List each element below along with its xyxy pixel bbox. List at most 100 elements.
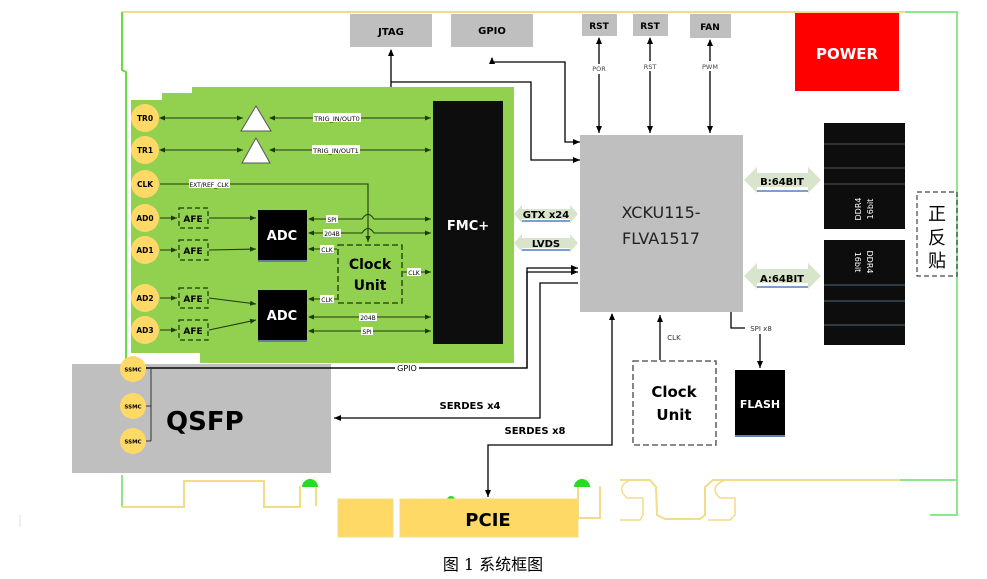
main-clock-unit: Clock Unit <box>632 360 717 446</box>
svg-text:GPIO: GPIO <box>478 26 506 37</box>
svg-text:POWER: POWER <box>816 45 879 63</box>
clk-signal-label: CLK <box>667 334 681 342</box>
adc-bottom: ADC <box>258 290 307 342</box>
ddr-b-link: B:64BIT <box>744 167 821 193</box>
svg-text:FLASH: FLASH <box>740 398 780 411</box>
svg-text:TR1: TR1 <box>137 146 153 155</box>
svg-text:PCIE: PCIE <box>465 510 510 531</box>
ddr-a-label-1: DDR4 <box>865 251 874 274</box>
svg-text:TR0: TR0 <box>137 114 153 123</box>
ssmc-port-1: SSMC <box>120 393 146 419</box>
port-clk: CLK <box>131 170 159 198</box>
svg-text:AFE: AFE <box>183 247 202 257</box>
ddr-b-label-2: 16bit <box>866 199 875 220</box>
jtag-connector: JTAG <box>350 14 432 47</box>
svg-text:AD2: AD2 <box>136 294 153 303</box>
svg-text:AFE: AFE <box>183 327 202 337</box>
ddr-b-label-1: DDR4 <box>854 198 863 221</box>
clk-label-adc-bottom: CLK <box>321 297 334 304</box>
svg-text:QSFP: QSFP <box>166 407 244 437</box>
fmc-daughter-board <box>131 87 514 363</box>
trigger-buffer-1 <box>241 136 271 164</box>
port-tr0: TR0 <box>131 104 159 132</box>
rst-signal-label: RST <box>644 63 657 71</box>
svg-text:AD1: AD1 <box>136 246 153 255</box>
svg-text:AD3: AD3 <box>136 326 153 335</box>
spi-label-bottom: SPI <box>362 329 371 336</box>
port-ad0: AD0 <box>131 204 159 232</box>
afe-block-3: AFE <box>160 318 257 341</box>
pcie-edge-connector: PCIE <box>337 498 579 538</box>
trig1-label: TRIG_IN/OUT1 <box>312 147 359 155</box>
ddr-a-label-2: 16bit <box>853 252 862 273</box>
svg-text:RST: RST <box>640 22 660 32</box>
rst-connector-1: RST <box>582 14 617 36</box>
ssmc-ports: SSMC SSMC SSMC <box>120 356 146 454</box>
svg-text:XCKU115-: XCKU115- <box>621 203 700 222</box>
ddr-bank-a: DDR4 16bit <box>824 240 905 345</box>
svg-text:FMC+: FMC+ <box>447 219 489 234</box>
svg-text:CLK: CLK <box>137 180 154 189</box>
svg-text:RST: RST <box>589 22 609 32</box>
jesd-label-top: 204B <box>324 231 340 238</box>
bottom-signal-lines <box>146 265 763 497</box>
svg-text:SSMC: SSMC <box>124 440 141 446</box>
svg-text:反: 反 <box>928 228 946 249</box>
svg-text:GTX x24: GTX x24 <box>523 210 569 221</box>
port-ad2: AD2 <box>131 284 159 312</box>
svg-text:贴: 贴 <box>928 251 946 272</box>
adc-top: ADC <box>258 210 307 262</box>
svg-text:A:64BIT: A:64BIT <box>760 274 804 285</box>
svg-text:LVDS: LVDS <box>532 239 560 250</box>
ssmc-port-2: SSMC <box>120 428 146 454</box>
fan-connector: FAN <box>690 14 731 38</box>
clk-label-clock-unit: CLK <box>408 270 421 277</box>
svg-text:Clock: Clock <box>349 257 392 273</box>
svg-text:正: 正 <box>928 204 946 225</box>
svg-text:FAN: FAN <box>700 23 720 33</box>
rst-connector-2: RST <box>633 14 668 36</box>
power-block: POWER <box>795 13 899 91</box>
fmc-plus-connector: FMC+ <box>433 101 503 344</box>
gpio-signal-label: GPIO <box>397 364 417 373</box>
svg-text:ADC: ADC <box>267 309 297 324</box>
svg-text:B:64BIT: B:64BIT <box>760 177 804 188</box>
gpio-connector: GPIO <box>451 14 533 47</box>
port-tr1: TR1 <box>131 136 159 164</box>
svg-text:SSMC: SSMC <box>124 368 141 374</box>
afe-group: AFE AFE AFE AFE <box>160 207 257 341</box>
svg-text:ADC: ADC <box>267 229 297 244</box>
afe-block-1: AFE <box>160 239 257 261</box>
port-ad3: AD3 <box>131 316 159 344</box>
trig0-label: TRIG_IN/OUT0 <box>313 115 360 123</box>
svg-text:AFE: AFE <box>183 215 202 225</box>
svg-text:SSMC: SSMC <box>124 405 141 411</box>
clk-label-adc-top: CLK <box>321 247 334 254</box>
port-ad1: AD1 <box>131 236 159 264</box>
por-signal-label: POR <box>592 65 606 73</box>
double-sided-mount-note: 正 反 贴 <box>916 191 958 277</box>
serdes-x8-label: SERDES x8 <box>505 426 566 437</box>
lvds-link: LVDS <box>514 234 578 252</box>
svg-text:Unit: Unit <box>656 406 691 424</box>
ext-ref-clk-label: EXT/REF_CLK <box>189 182 229 189</box>
serdes-x4-label: SERDES x4 <box>440 401 501 412</box>
afe-block-2: AFE <box>160 287 257 309</box>
spi-x8-label: SPI x8 <box>750 325 772 333</box>
svg-text:AFE: AFE <box>183 295 202 305</box>
fpga-chip: XCKU115- FLVA1517 <box>580 135 743 312</box>
ddr-bank-b: DDR4 16bit <box>824 123 905 229</box>
trigger-buffer-0 <box>240 105 272 132</box>
pwm-signal-label: PWM <box>702 63 718 71</box>
ssmc-port-0: SSMC <box>120 356 146 382</box>
qsfp-block: QSFP <box>72 364 331 473</box>
jesd-label-bottom: 204B <box>360 315 376 322</box>
svg-text:AD0: AD0 <box>136 214 153 223</box>
spi-label-top: SPI <box>327 217 336 224</box>
svg-text:JTAG: JTAG <box>377 27 404 38</box>
svg-text:FLVA1517: FLVA1517 <box>622 229 700 248</box>
afe-block-0: AFE <box>160 207 256 229</box>
gtx-link: GTX x24 <box>514 205 578 223</box>
